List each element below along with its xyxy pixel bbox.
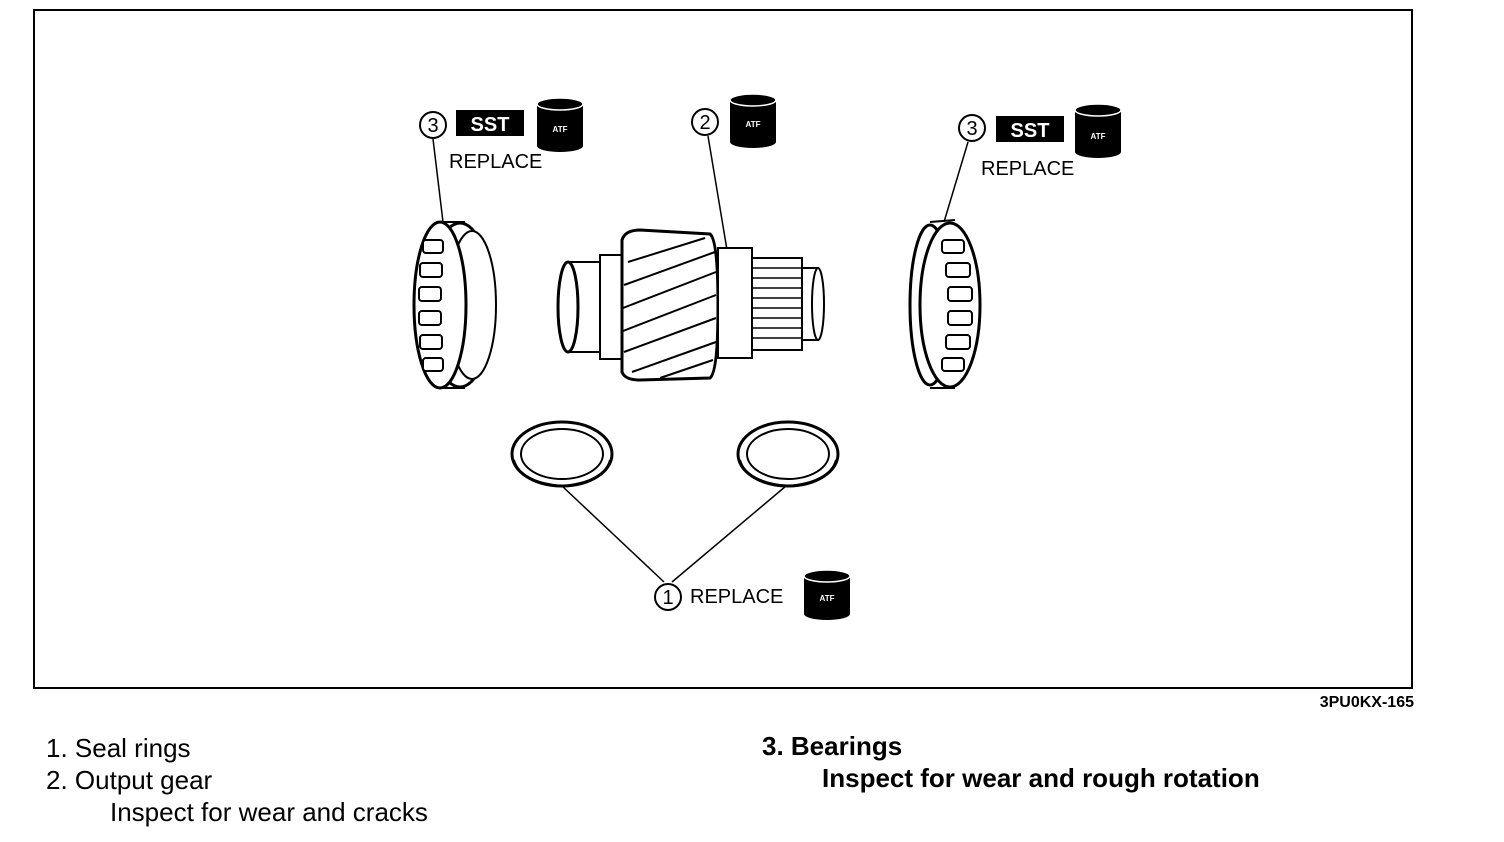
right-bearing: [908, 219, 982, 389]
diagram-frame: [33, 9, 1413, 689]
leader-line: [561, 485, 665, 583]
atf-can-icon: ATF: [803, 569, 851, 620]
callout-number: 2: [699, 112, 710, 134]
left-bearing: [412, 220, 497, 390]
atf-can-icon: ATF: [536, 97, 584, 152]
callout-number: 3: [966, 118, 977, 140]
seal-ring-left: [510, 420, 614, 488]
atf-label: ATF: [553, 125, 568, 134]
sst-badge-label: SST: [1011, 120, 1050, 142]
legend-item-output-gear: 2. Output gear: [46, 765, 213, 795]
sst-badge: [456, 110, 524, 136]
replace-note: REPLACE: [981, 158, 1074, 180]
legend-left: 1. Seal rings 2. Output gear Inspect for…: [46, 732, 428, 828]
left-bearing-callout: 3 SST ATF REPLACE: [419, 97, 584, 223]
sst-badge-label: SST: [471, 114, 510, 136]
leader-line: [707, 135, 728, 251]
atf-can-icon: ATF: [729, 93, 777, 148]
callout-circle: [691, 108, 719, 136]
atf-label: ATF: [746, 120, 761, 129]
output-gear: [556, 228, 825, 382]
sst-badge: [996, 116, 1064, 142]
legend-right: 3. Bearings Inspect for wear and rough r…: [762, 730, 1260, 794]
replace-note: REPLACE: [690, 586, 783, 608]
callout-number: 1: [662, 587, 673, 609]
atf-label: ATF: [1091, 132, 1106, 141]
replace-note: REPLACE: [449, 151, 542, 173]
legend-item-seal-rings: 1. Seal rings: [46, 733, 191, 763]
atf-can-icon: ATF: [1074, 103, 1122, 158]
right-bearing-callout: 3 SST ATF REPLACE: [943, 103, 1122, 223]
callout-number: 3: [427, 115, 438, 137]
atf-label: ATF: [820, 594, 835, 603]
seal-ring-right: [736, 420, 840, 488]
callout-circle: [958, 114, 986, 142]
callout-circle: [419, 111, 447, 139]
leader-line: [671, 485, 787, 583]
output-gear-exploded-view: 3 SST ATF REPLACE 2 ATF 3 SST: [412, 93, 1122, 620]
seal-rings-callout: 1 REPLACE ATF: [561, 485, 851, 620]
leader-line: [943, 141, 969, 223]
legend-detail-output-gear: Inspect for wear and cracks: [110, 797, 428, 827]
legend-detail-bearings: Inspect for wear and rough rotation: [822, 763, 1260, 793]
figure-code: 3PU0KX-165: [1319, 694, 1414, 711]
output-gear-callout: 2 ATF: [691, 93, 777, 251]
callout-circle: [654, 583, 682, 611]
legend-item-bearings: 3. Bearings: [762, 731, 903, 761]
leader-line: [432, 138, 444, 223]
